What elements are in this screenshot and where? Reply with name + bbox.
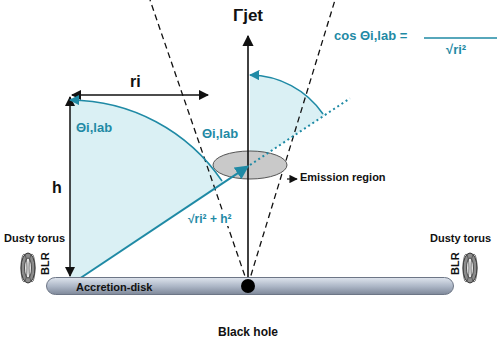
angle-arc — [70, 100, 222, 181]
dimension-label: h — [52, 178, 62, 197]
angle-label: Θi,lab — [202, 126, 238, 142]
angle-wedge — [70, 100, 224, 285]
cone-line — [248, 0, 335, 285]
fraction-bar — [424, 37, 497, 38]
part-label: Dusty torus — [430, 232, 491, 245]
part-label: Black hole — [218, 325, 278, 339]
part-label: Dusty torus — [4, 232, 65, 245]
radius-arrow — [72, 94, 208, 96]
distance-label: √ri² + h² — [186, 212, 234, 226]
ray-extension — [250, 98, 350, 165]
dimension-label: ri — [130, 72, 141, 91]
region-label: BLR — [448, 253, 461, 276]
part-label: Emission region — [300, 171, 386, 184]
region-label: BLR — [38, 253, 51, 276]
jet-label: Γjet — [233, 6, 263, 26]
angle-label: Θi,lab — [76, 120, 112, 136]
formula-text: √ri² — [446, 42, 466, 58]
formula-text: cos Θi,lab = — [334, 28, 407, 44]
jet-axis — [247, 36, 249, 285]
accretion-disk: Accretion-disk — [46, 277, 454, 295]
leader-arrow — [287, 178, 297, 179]
height-arrow — [69, 97, 71, 276]
cone-line — [150, 0, 248, 285]
node-text: Accretion-disk — [76, 279, 152, 295]
dusty-torus — [21, 253, 35, 283]
dusty-torus — [463, 253, 477, 283]
angle-arc — [250, 75, 323, 114]
photon-ray — [70, 166, 248, 285]
black-hole-dot — [241, 279, 255, 293]
